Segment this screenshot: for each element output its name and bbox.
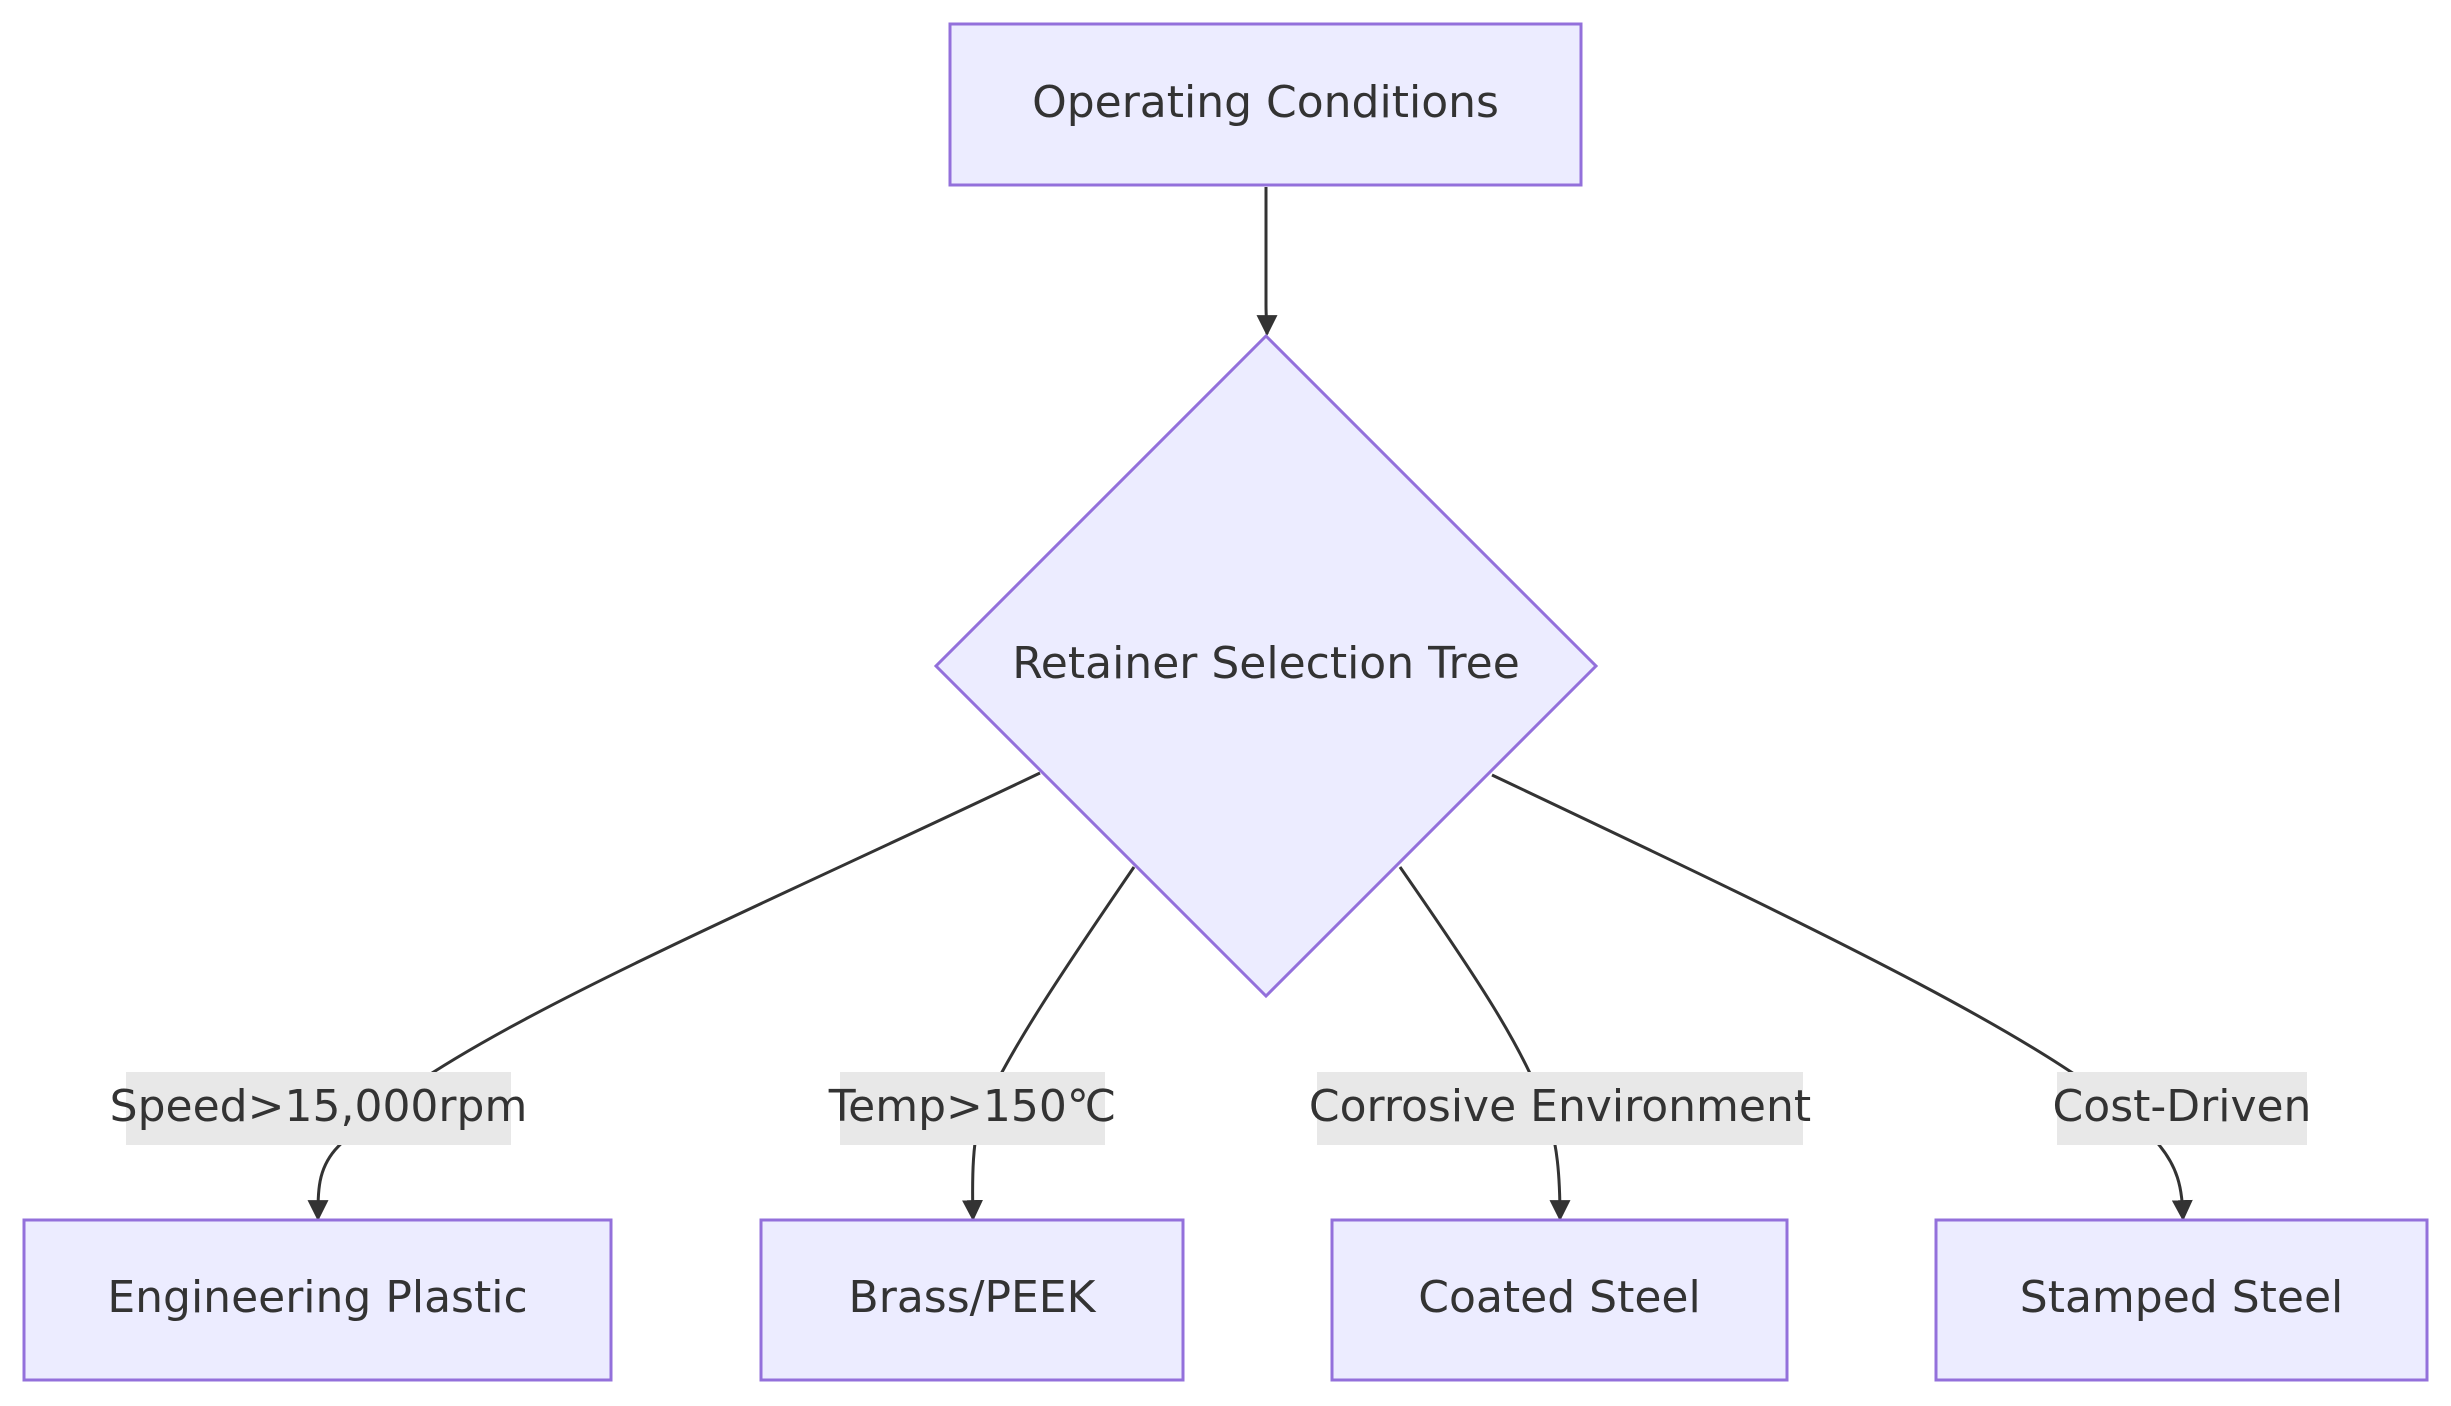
node-stamped-steel: Stamped Steel — [1934, 1218, 2429, 1382]
node-stamped-steel-label: Stamped Steel — [2020, 1272, 2343, 1323]
edge-label-temp-text: Temp>150℃ — [828, 1081, 1117, 1132]
edge-decision-to-brass-peek — [962, 866, 1136, 1222]
edge-label-speed: Speed>15,000rpm — [110, 1072, 528, 1145]
node-brass-peek-label: Brass/PEEK — [849, 1272, 1097, 1323]
node-engineering-plastic-label: Engineering Plastic — [107, 1272, 527, 1323]
edge-decision-to-coated-steel — [1398, 866, 1571, 1222]
node-coated-steel: Coated Steel — [1330, 1218, 1789, 1382]
edge-label-cost: Cost-Driven — [2053, 1072, 2312, 1145]
node-engineering-plastic: Engineering Plastic — [22, 1218, 613, 1382]
node-coated-steel-label: Coated Steel — [1418, 1272, 1700, 1323]
edge-decision-to-stamped-steel — [1491, 773, 2193, 1222]
edge-label-temp: Temp>150℃ — [828, 1072, 1117, 1145]
edge-label-corrosive: Corrosive Environment — [1309, 1072, 1811, 1145]
node-retainer-selection-tree-label: Retainer Selection Tree — [1012, 638, 1520, 689]
node-retainer-selection-tree: Retainer Selection Tree — [933, 333, 1599, 999]
edge-root-to-decision — [1256, 187, 1278, 337]
edge-decision-to-engineering-plastic — [307, 771, 1041, 1222]
node-operating-conditions-label: Operating Conditions — [1032, 77, 1499, 128]
edge-label-corrosive-text: Corrosive Environment — [1309, 1081, 1811, 1132]
edge-label-cost-text: Cost-Driven — [2053, 1081, 2312, 1132]
edge-label-speed-text: Speed>15,000rpm — [110, 1081, 528, 1132]
node-operating-conditions: Operating Conditions — [948, 22, 1583, 187]
node-brass-peek: Brass/PEEK — [759, 1218, 1185, 1382]
